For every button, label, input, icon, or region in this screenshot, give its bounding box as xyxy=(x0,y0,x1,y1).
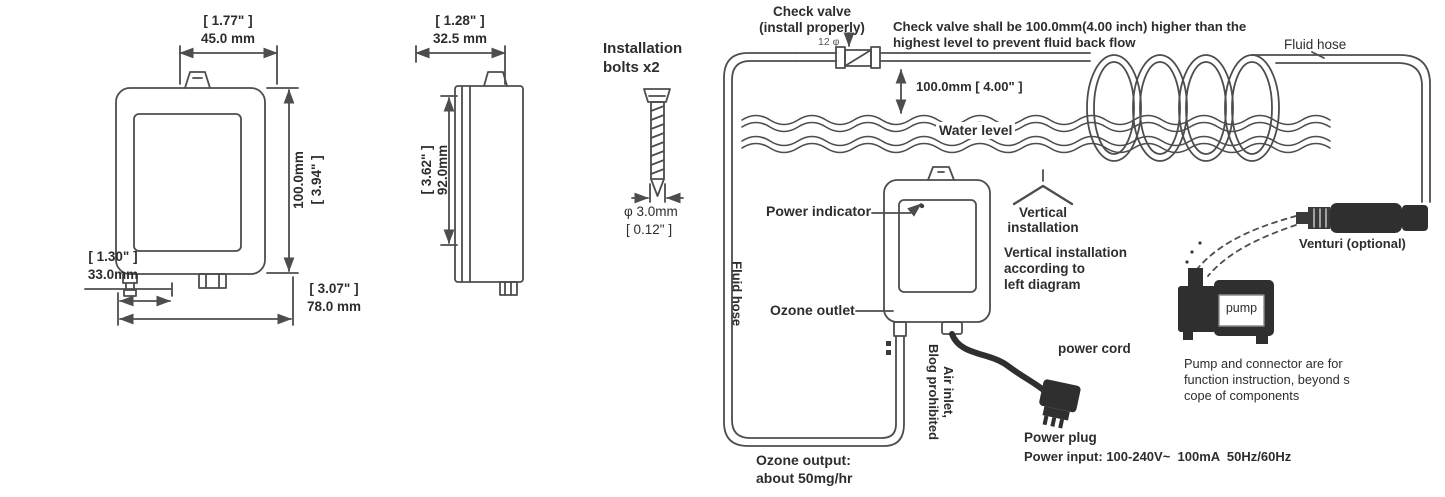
check-valve-label-line1: Check valve xyxy=(772,4,852,19)
pump-note-line2: function instruction, beyond s xyxy=(1184,372,1350,387)
offset-dimension-label: 100.0mm [ 4.00" ] xyxy=(916,79,1023,94)
check-valve-note-line1: Check valve shall be 100.0mm(4.00 inch) … xyxy=(893,19,1247,34)
fluid-hose-top-label: Fluid hose xyxy=(1284,37,1347,52)
power-cord-drawing xyxy=(949,331,1049,395)
side-height-mm-label: 92.0mm xyxy=(435,144,451,196)
venturi-pump-dashed-line xyxy=(1185,215,1297,277)
pump-label: pump xyxy=(1225,301,1258,315)
front-width-mm-label: 45.0 mm xyxy=(200,31,256,46)
side-view-dimensions xyxy=(415,45,506,246)
side-width-inch-label: [ 1.28" ] xyxy=(435,13,485,28)
vertical-installation-label-line1: Vertical xyxy=(1018,205,1068,220)
water-level-waves xyxy=(741,114,1331,154)
power-indicator-label: Power indicator xyxy=(766,203,872,219)
power-plug-label: Power plug xyxy=(1024,430,1097,445)
ozone-output-label-line1: Ozone output: xyxy=(756,452,851,468)
air-inlet-note-line2: Blog prohibited xyxy=(926,343,941,441)
side-height-inch-label: [ 3.62" ] xyxy=(419,145,435,195)
bolt-diameter-label: φ 3.0mm xyxy=(624,204,678,219)
pump-note-line3: cope of components xyxy=(1184,388,1300,403)
fluid-hose-loop xyxy=(723,52,905,447)
venturi-label: Venturi (optional) xyxy=(1299,236,1406,251)
check-valve-note-line2: highest level to prevent fluid back flow xyxy=(893,35,1136,50)
front-height-inch-label: [ 3.94" ] xyxy=(309,155,325,205)
vertical-installation-label-line2: installation xyxy=(1007,220,1079,235)
pump-drawing xyxy=(1178,268,1274,344)
front-offset-mm-label: 33.0mm xyxy=(87,267,139,282)
side-view-drawing xyxy=(454,71,524,296)
air-inlet-note: Air inlet, Blog prohibited xyxy=(926,317,956,467)
front-view-drawing xyxy=(115,71,266,297)
installation-bolts-label-line2: bolts x2 xyxy=(603,59,660,76)
side-width-mm-label: 32.5 mm xyxy=(432,31,488,46)
power-cord-label: power cord xyxy=(1058,341,1131,356)
pump-note-line1: Pump and connector are for xyxy=(1184,356,1343,371)
bolt-diameter-inch-label: [ 0.12" ] xyxy=(626,222,673,237)
front-width-inch-label: [ 1.77" ] xyxy=(203,13,253,28)
venturi-drawing xyxy=(1296,203,1428,233)
front-total-inch-label: [ 3.07" ] xyxy=(309,281,359,296)
water-level-label: Water level xyxy=(936,122,1016,139)
air-inlet-note-line1: Air inlet, xyxy=(941,365,956,418)
check-valve-label-line2: (install properly) xyxy=(759,20,865,35)
front-view-dimensions xyxy=(84,45,299,326)
ozone-output-label-line2: about 50mg/hr xyxy=(756,470,853,486)
front-total-mm-label: 78.0 mm xyxy=(306,299,362,314)
check-valve-size-label: 12 φ xyxy=(818,36,840,48)
check-valve-drawing xyxy=(796,32,899,69)
vertical-installation-note-line2: according to xyxy=(1004,261,1086,276)
vertical-installation-note-line1: Vertical installation xyxy=(1004,245,1128,260)
ozone-outlet-label: Ozone outlet xyxy=(770,302,855,318)
front-height-mm-label: 100.0mm xyxy=(291,151,307,209)
power-plug-drawing xyxy=(1039,379,1081,429)
vertical-installation-marker xyxy=(1012,169,1074,206)
fluid-hose-right xyxy=(897,51,1431,203)
power-input-label: Power input: 100-240V~ 100mA 50Hz/60Hz xyxy=(1024,449,1292,464)
front-offset-inch-label: [ 1.30" ] xyxy=(88,249,138,264)
label-leader-lines xyxy=(855,203,922,312)
vertical-installation-note-line3: left diagram xyxy=(1004,277,1081,292)
installation-bolt-drawing xyxy=(631,88,684,204)
installation-bolts-label-line1: Installation xyxy=(603,40,683,57)
fluid-hose-left-label: Fluid hose xyxy=(729,261,745,327)
